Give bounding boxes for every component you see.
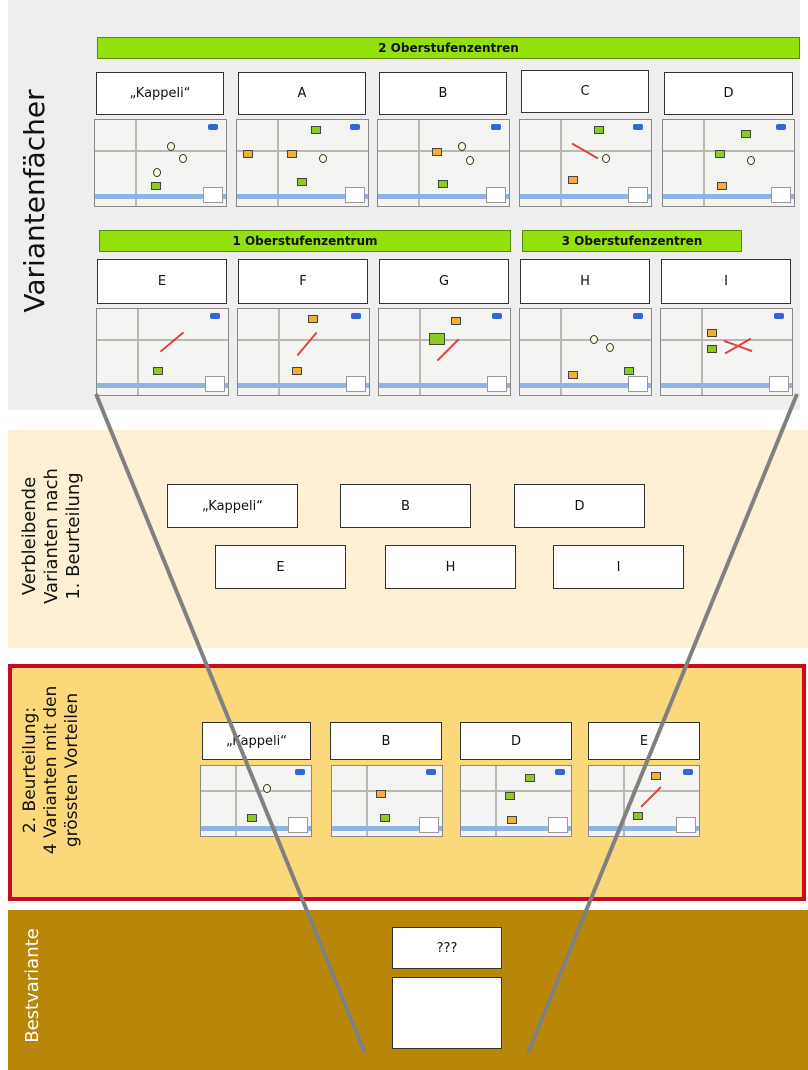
variant-map-thumbnail — [588, 765, 700, 837]
variant-map-thumbnail — [200, 765, 312, 837]
variant-box: H — [385, 545, 516, 589]
section-label-second-assessment: 2. Beurteilung: 4 Varianten mit den grös… — [20, 685, 82, 855]
variant-box: D — [514, 484, 645, 528]
variant-box: „Kappeli“ — [167, 484, 298, 528]
variant-box: B — [379, 72, 507, 115]
variant-box: E — [588, 722, 700, 760]
section-label-fan: Variantenfächer — [18, 89, 51, 313]
variant-map-thumbnail — [519, 119, 652, 207]
variant-map-thumbnail — [236, 119, 369, 207]
variant-map-thumbnail — [377, 119, 510, 207]
variant-map-thumbnail — [660, 308, 793, 396]
variant-box: E — [215, 545, 346, 589]
variant-box: „Kappeli“ — [96, 72, 224, 115]
section-label-remaining: Verbleibende Varianten nach 1. Beurteilu… — [19, 468, 84, 604]
best-variant-map-placeholder — [392, 977, 502, 1049]
variant-box: A — [238, 72, 366, 115]
variant-map-thumbnail — [662, 119, 795, 207]
variant-box: D — [460, 722, 572, 760]
variant-box: F — [238, 259, 368, 304]
variant-map-thumbnail — [94, 119, 227, 207]
variant-box: „Kappeli“ — [202, 722, 311, 760]
group-bar-two-centres: 2 Oberstufenzentren — [97, 37, 800, 59]
variant-box: C — [521, 70, 649, 113]
variant-box: H — [520, 259, 650, 304]
variant-map-thumbnail — [96, 308, 229, 396]
variant-box: D — [664, 72, 793, 115]
variant-box: I — [661, 259, 791, 304]
group-bar-three-centres: 3 Oberstufenzentren — [522, 230, 742, 252]
variant-map-thumbnail — [378, 308, 511, 396]
best-variant-box: ??? — [392, 927, 502, 969]
variant-box: I — [553, 545, 684, 589]
variant-map-thumbnail — [237, 308, 370, 396]
variant-map-thumbnail — [519, 308, 652, 396]
variant-box: G — [379, 259, 509, 304]
variant-map-thumbnail — [331, 765, 443, 837]
remaining-variants-section — [8, 430, 808, 648]
section-label-best: Bestvariante — [22, 928, 43, 1043]
variant-box: B — [340, 484, 471, 528]
variant-map-thumbnail — [460, 765, 572, 837]
group-bar-one-centre: 1 Oberstufenzentrum — [99, 230, 511, 252]
variant-box: E — [97, 259, 227, 304]
variant-box: B — [330, 722, 442, 760]
